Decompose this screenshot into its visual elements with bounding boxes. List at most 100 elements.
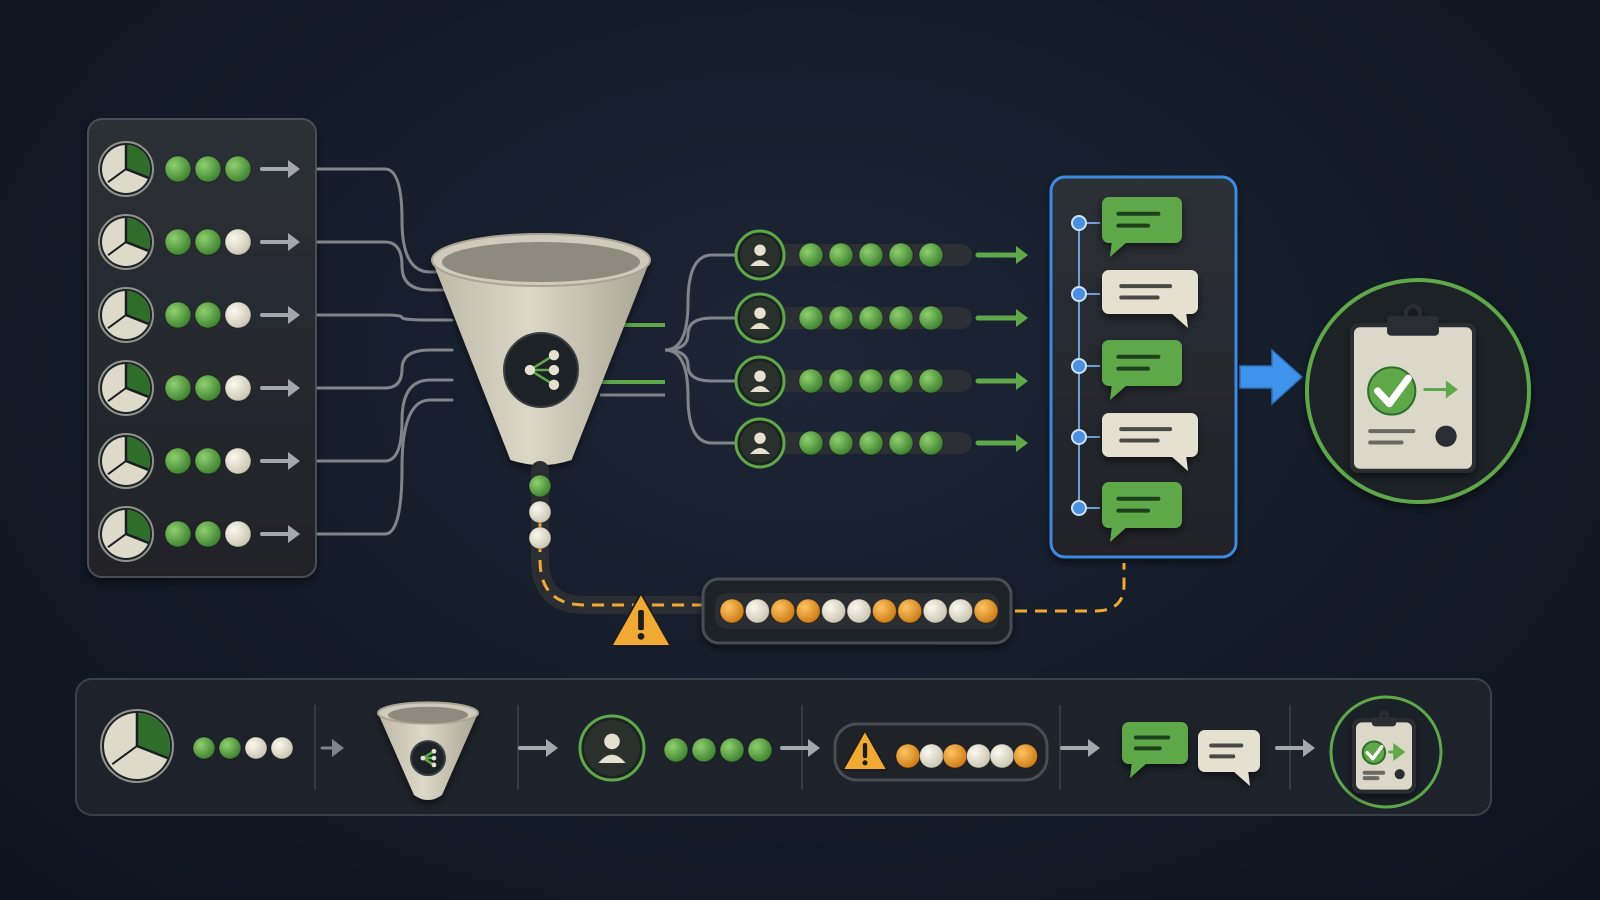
- chat-bubble-icon: [1198, 730, 1260, 786]
- bead-green: [194, 447, 222, 475]
- pie-clock-icon: [98, 287, 154, 343]
- pie-clock-icon: [100, 709, 174, 783]
- connector-line: [316, 398, 454, 536]
- bead-green: [798, 368, 824, 394]
- pie-clock-icon: [98, 506, 154, 562]
- connector-line: [316, 378, 454, 463]
- worker-lane: [734, 417, 1028, 469]
- error-track: [531, 461, 719, 614]
- timeline-dot: [1071, 286, 1087, 302]
- funnel-drop: [528, 461, 719, 647]
- bead-green: [194, 374, 222, 402]
- bead-cream: [224, 228, 252, 256]
- bead-orange: [895, 743, 921, 769]
- clipboard-check-icon: [1350, 303, 1476, 473]
- connector-line: [664, 316, 736, 352]
- arrow-icon: [260, 160, 300, 178]
- bead-green: [691, 737, 717, 763]
- worker-lane: [734, 355, 1028, 407]
- chat-bubble-icon: [1102, 482, 1182, 542]
- arrow-icon: [1060, 739, 1100, 757]
- bead-cream: [528, 526, 552, 550]
- bead-green: [164, 301, 192, 329]
- arrow-icon: [260, 233, 300, 251]
- blue-arrow-icon: [1239, 348, 1304, 406]
- bead-cream: [922, 598, 948, 624]
- result-node: [1305, 278, 1531, 504]
- bead-green: [164, 228, 192, 256]
- timeline-dot: [1071, 215, 1087, 231]
- chat-bubble-icon: [1102, 197, 1182, 257]
- source-row: [98, 141, 300, 197]
- bead-cream: [948, 598, 974, 624]
- bead-green: [528, 474, 552, 498]
- timeline-dot: [1071, 429, 1087, 445]
- bead-green: [164, 520, 192, 548]
- pie-clock-icon: [98, 433, 154, 489]
- user-icon: [734, 355, 786, 407]
- funnel-share-icon: [503, 332, 579, 408]
- bead-cream: [821, 598, 847, 624]
- bead-green: [224, 155, 252, 183]
- source-row: [98, 287, 300, 343]
- bead-orange: [897, 598, 923, 624]
- arrow-icon: [975, 372, 1028, 390]
- bead-green: [798, 305, 824, 331]
- bead-green: [194, 155, 222, 183]
- bead-green: [888, 368, 914, 394]
- connector-line: [316, 240, 454, 292]
- bead-green: [918, 242, 944, 268]
- arrow-icon: [780, 739, 820, 757]
- bead-orange: [973, 598, 999, 624]
- bead-green: [858, 242, 884, 268]
- bead-green: [218, 736, 242, 760]
- funnel-share-icon: [410, 740, 446, 777]
- bead-cream: [919, 743, 944, 769]
- bead-cream: [224, 374, 252, 402]
- pie-clock-icon: [98, 360, 154, 416]
- warning-icon: [610, 592, 672, 647]
- bead-green: [888, 430, 914, 456]
- source-row: [98, 214, 300, 270]
- warning-icon: [841, 729, 889, 771]
- bead-cream: [224, 301, 252, 329]
- bead-green: [798, 430, 824, 456]
- bead-cream: [966, 743, 991, 769]
- bead-green: [858, 430, 884, 456]
- bead-green: [747, 737, 773, 763]
- bead-cream: [744, 598, 770, 624]
- arrow-icon: [320, 739, 344, 757]
- source-row: [98, 506, 300, 562]
- error-route-line: [1015, 563, 1126, 613]
- bead-green: [663, 737, 689, 763]
- bead-green: [194, 301, 222, 329]
- bead-green: [828, 305, 854, 331]
- bead-green: [888, 242, 914, 268]
- worker-lanes: [734, 229, 1028, 469]
- arrow-icon: [1275, 739, 1315, 757]
- bead-green: [918, 368, 944, 394]
- bead-orange: [719, 598, 745, 624]
- bead-green: [828, 368, 854, 394]
- user-icon: [578, 714, 646, 782]
- worker-lane: [734, 292, 1028, 344]
- arrow-icon: [260, 525, 300, 543]
- bead-cream: [846, 598, 872, 624]
- bead-green: [858, 368, 884, 394]
- connector-line: [664, 348, 736, 383]
- error-route-line: [538, 520, 712, 607]
- source-connectors: [316, 167, 454, 536]
- source-row: [98, 433, 300, 489]
- chat-bubble-icon: [1102, 340, 1182, 400]
- bead-green: [828, 242, 854, 268]
- user-icon: [734, 417, 786, 469]
- bead-orange: [795, 598, 821, 624]
- connector-line: [316, 348, 454, 390]
- arrow-icon: [1388, 742, 1406, 761]
- connector-line: [316, 167, 454, 274]
- arrow-icon: [260, 452, 300, 470]
- pie-clock-icon: [98, 141, 154, 197]
- arrow-icon: [260, 379, 300, 397]
- connector-line: [664, 253, 736, 352]
- funnel-icon: [377, 701, 479, 800]
